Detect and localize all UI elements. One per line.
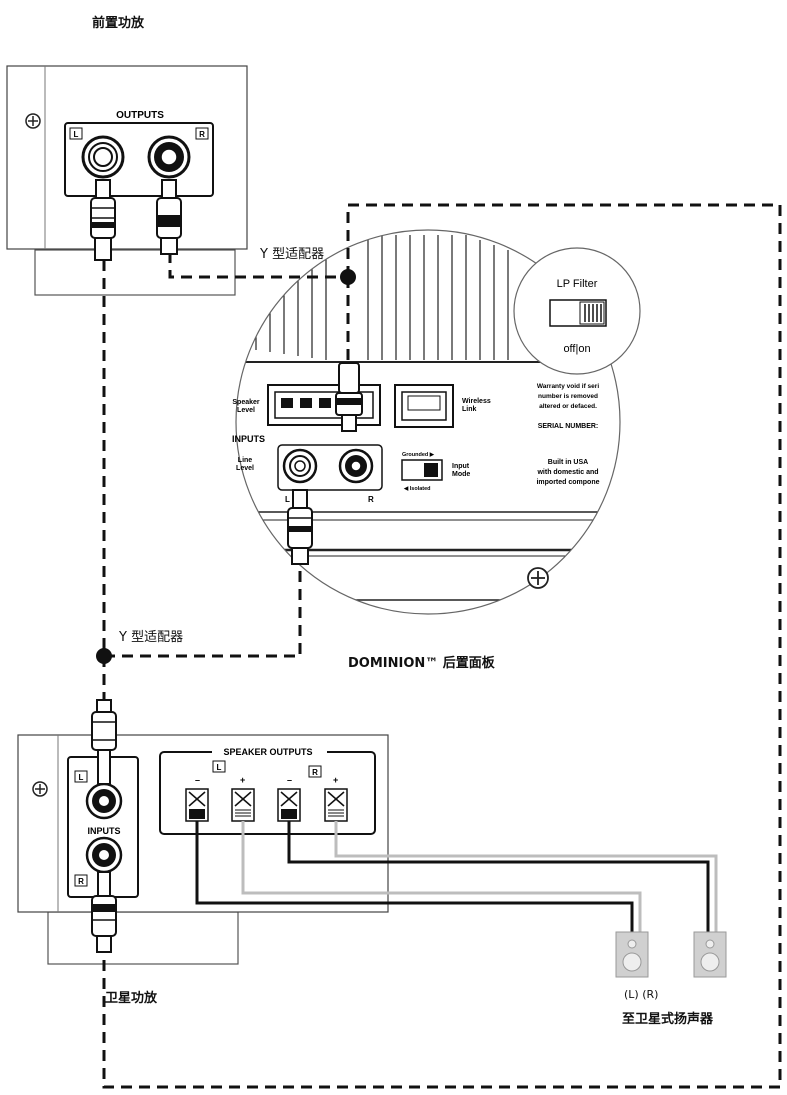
satellite-jack-right — [85, 836, 123, 874]
isolated-label: ◀ Isolated — [403, 485, 431, 492]
rca-plug-preamp-left — [90, 179, 116, 261]
preamp-jack-left — [81, 135, 125, 179]
lp-filter-switch — [579, 301, 605, 325]
speaker-wires — [195, 821, 718, 932]
dominion-screw-icon — [527, 567, 549, 589]
satellite-inputs-label: INPUTS — [87, 826, 120, 836]
terminal-l-plus-sign: + — [240, 775, 245, 785]
rca-plug-dominion-top — [335, 362, 363, 432]
dominion-jack-left-label: L — [285, 495, 290, 504]
dominion-inputs-label: INPUTS — [232, 434, 265, 444]
terminal-r-plus-sign: + — [333, 775, 338, 785]
y-adapter-bottom-junction — [96, 648, 112, 664]
preamp-title: 前置功放 — [92, 16, 145, 31]
speaker-level-terminal — [267, 384, 381, 426]
serial-number-label: SERIAL NUMBER: — [538, 423, 599, 430]
dominion-panel-caption: DOMINION™ 后置面板 — [348, 656, 495, 671]
y-adapter-top-label: Y 型适配器 — [260, 247, 325, 262]
y-adapter-bottom-label: Y 型适配器 — [119, 630, 184, 645]
speaker-outputs-label: SPEAKER OUTPUTS — [223, 747, 312, 757]
warranty-line-3: altered or defaced. — [539, 403, 597, 410]
grounded-label: Grounded ▶ — [402, 451, 435, 458]
rca-plug-satellite-top — [91, 699, 117, 785]
built-line-3: imported compone — [536, 479, 599, 486]
satellite-right-tag: R — [78, 877, 84, 886]
rca-plug-dominion-bottom — [287, 489, 313, 565]
preamp-outputs-label: OUTPUTS — [116, 110, 164, 121]
satellite-jack-left — [85, 782, 123, 820]
wireless-link-port — [394, 384, 454, 428]
preamp-jack-right — [147, 135, 191, 179]
rca-plug-satellite-bottom — [91, 871, 117, 953]
input-mode-switch — [401, 459, 443, 481]
satellite-left-tag: L — [79, 773, 84, 782]
speaker-left-icon — [615, 931, 649, 978]
speaker-outputs-right-tag: R — [312, 768, 318, 777]
dashed-cables — [102, 203, 782, 1089]
screw-icon — [25, 113, 41, 129]
satellite-amp-unit: L INPUTS R SPEAKER OUTPUTS L R – + – + — [17, 734, 389, 965]
speaker-right-icon — [693, 931, 727, 978]
to-satellite-speakers-label: 至卫星式扬声器 — [622, 1012, 714, 1027]
built-line-2: with domestic and — [536, 469, 598, 476]
warranty-line-2: number is removed — [538, 393, 598, 400]
lp-filter-label: LP Filter — [557, 278, 598, 290]
satellite-amp-label: 卫星功放 — [105, 991, 158, 1006]
terminal-l-minus-sign: – — [195, 775, 200, 785]
satellite-screw-icon — [32, 781, 48, 797]
rca-plug-preamp-right — [156, 179, 182, 255]
terminal-r-minus — [277, 788, 301, 822]
terminal-l-minus — [185, 788, 209, 822]
terminal-l-plus — [231, 788, 255, 822]
terminal-r-plus — [324, 788, 348, 822]
terminal-r-minus-sign: – — [287, 775, 292, 785]
y-adapter-top-junction — [340, 269, 356, 285]
speaker-outputs-left-tag: L — [217, 763, 222, 772]
speaker-lr-label: (L) (R) — [624, 988, 659, 1001]
preamp-left-tag: L — [74, 130, 79, 139]
lp-filter-state: off|on — [563, 343, 590, 355]
dominion-jack-right — [338, 448, 374, 484]
preamp-right-tag: R — [199, 130, 205, 139]
built-line-1: Built in USA — [548, 459, 588, 466]
dominion-jack-right-label: R — [368, 495, 374, 504]
lp-filter-detail: LP Filter off|on — [513, 247, 641, 375]
warranty-line-1: Warranty void if seri — [537, 383, 599, 390]
dominion-jack-left — [282, 448, 318, 484]
preamp-unit: OUTPUTS L R — [6, 65, 248, 296]
